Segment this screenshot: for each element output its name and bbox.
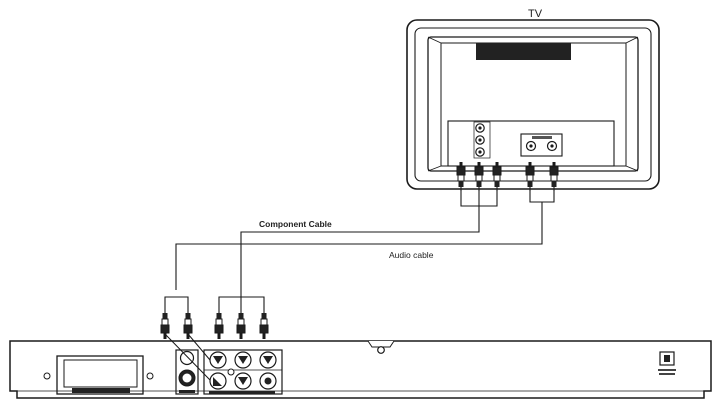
dvd-component-plugs	[214, 310, 269, 339]
dvd-player	[9, 310, 712, 399]
tv-housing-outer	[406, 19, 660, 190]
dvd-screw-hole	[377, 346, 385, 354]
tv-audio-plug	[549, 162, 559, 191]
plug-to-jack-leads	[164, 333, 211, 381]
ac-power-socket	[43, 355, 154, 395]
tv-component-plugs	[456, 162, 502, 191]
tv-audio-jacks	[520, 133, 563, 157]
dvd-component-plug	[236, 310, 246, 339]
tv-component-plug	[474, 162, 484, 191]
tv-audio-plug	[525, 162, 535, 191]
audio-cable	[164, 190, 555, 310]
dvd-component-plug	[214, 310, 224, 339]
digital-audio-output	[658, 351, 676, 375]
av-output-jack-block	[203, 349, 283, 395]
dvd-audio-plug	[183, 310, 193, 339]
tv-set: TV	[406, 8, 660, 191]
tv-component-jacks	[473, 121, 491, 159]
dvd-audio-plugs	[160, 310, 193, 339]
dvd-audio-plug	[160, 310, 170, 339]
audio-cable-label: Audio cable	[389, 250, 434, 260]
dvd-chassis	[9, 340, 712, 399]
dvd-component-plug	[259, 310, 269, 339]
component-cable	[218, 190, 498, 310]
tv-component-plug	[456, 162, 466, 191]
tv-vent-bar	[476, 43, 571, 60]
s-video-socket	[175, 349, 199, 395]
component-cable-label: Component Cable	[259, 219, 332, 229]
tv-audio-plugs	[525, 162, 559, 191]
tv-label: TV	[528, 8, 543, 20]
